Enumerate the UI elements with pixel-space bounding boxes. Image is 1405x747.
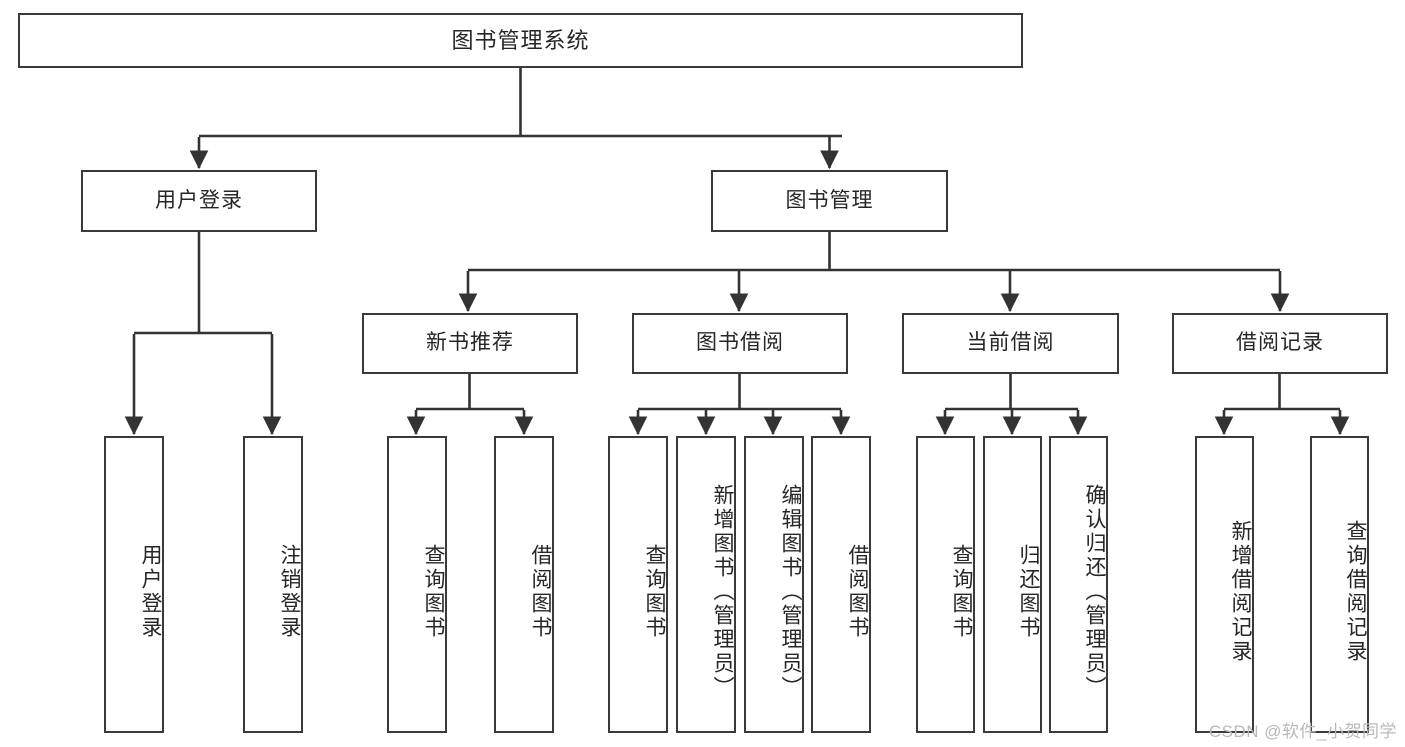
leaf-new-book-borrow-label: 借阅图书: [529, 543, 552, 640]
leaf-current-borrow-return[interactable]: 归还图书: [983, 436, 1042, 733]
leaf-book-borrow-query[interactable]: 查询图书: [608, 436, 668, 733]
node-new-book-recommend[interactable]: 新书推荐: [362, 313, 578, 374]
leaf-borrow-record-add[interactable]: 新增借阅记录: [1195, 436, 1254, 733]
leaf-borrow-record-add-label: 新增借阅记录: [1229, 519, 1252, 664]
leaf-current-borrow-confirm-label: 确认归还（管理员）: [1083, 483, 1106, 700]
node-book-management-label: 图书管理: [785, 188, 874, 212]
leaf-user-login-logout-label: 注销登录: [278, 543, 301, 640]
leaf-new-book-query[interactable]: 查询图书: [387, 436, 447, 733]
leaf-book-borrow-edit[interactable]: 编辑图书（管理员）: [744, 436, 804, 733]
leaf-current-borrow-confirm[interactable]: 确认归还（管理员）: [1049, 436, 1108, 733]
leaf-user-login-login-label: 用户登录: [139, 543, 162, 640]
node-borrow-record[interactable]: 借阅记录: [1172, 313, 1388, 374]
node-current-borrow[interactable]: 当前借阅: [902, 313, 1119, 374]
leaf-current-borrow-return-label: 归还图书: [1017, 543, 1040, 640]
leaf-new-book-borrow[interactable]: 借阅图书: [494, 436, 554, 733]
leaf-current-borrow-query-label: 查询图书: [950, 543, 973, 640]
leaf-book-borrow-query-label: 查询图书: [643, 543, 666, 640]
node-borrow-record-label: 借阅记录: [1236, 331, 1324, 355]
watermark: CSDN @软件_小贺同学: [1208, 722, 1397, 741]
node-new-book-recommend-label: 新书推荐: [426, 331, 514, 355]
leaf-current-borrow-query[interactable]: 查询图书: [916, 436, 975, 733]
leaf-book-borrow-borrow-label: 借阅图书: [846, 543, 869, 640]
leaf-borrow-record-query-label: 查询借阅记录: [1344, 519, 1367, 664]
leaf-borrow-record-query[interactable]: 查询借阅记录: [1310, 436, 1369, 733]
leaf-book-borrow-add-label: 新增图书（管理员）: [711, 483, 734, 700]
node-user-login-label: 用户登录: [155, 188, 243, 212]
leaf-new-book-query-label: 查询图书: [422, 543, 445, 640]
node-root-label: 图书管理系统: [451, 27, 590, 53]
node-book-management[interactable]: 图书管理: [711, 170, 948, 232]
leaf-user-login-logout[interactable]: 注销登录: [243, 436, 303, 733]
leaf-user-login-login[interactable]: 用户登录: [104, 436, 164, 733]
node-book-borrow[interactable]: 图书借阅: [632, 313, 848, 374]
leaf-book-borrow-add[interactable]: 新增图书（管理员）: [676, 436, 736, 733]
leaf-book-borrow-edit-label: 编辑图书（管理员）: [779, 483, 802, 700]
node-user-login[interactable]: 用户登录: [81, 170, 317, 232]
node-root[interactable]: 图书管理系统: [18, 13, 1023, 68]
leaf-book-borrow-borrow[interactable]: 借阅图书: [811, 436, 871, 733]
node-current-borrow-label: 当前借阅: [966, 331, 1055, 355]
node-book-borrow-label: 图书借阅: [696, 331, 784, 355]
